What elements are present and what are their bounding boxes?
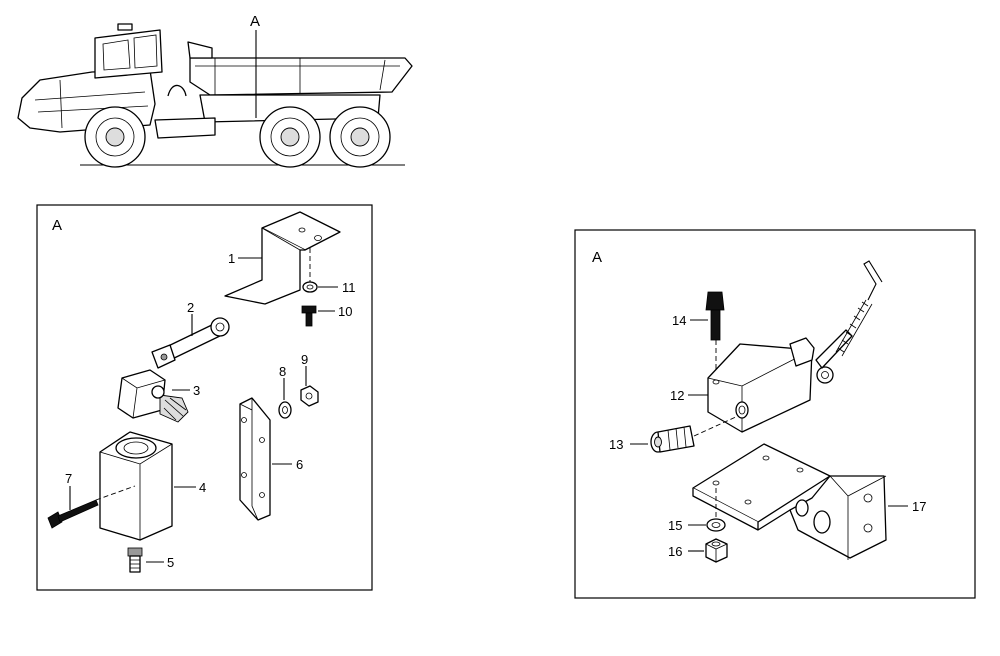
view-a-marker: A — [250, 13, 260, 30]
callout-14: 14 — [672, 313, 686, 328]
callout-8: 8 — [279, 364, 286, 379]
detail-panel-left: A 1 11 10 — [36, 204, 373, 591]
part-5-cable-gland — [127, 547, 143, 573]
part-7-screw — [47, 499, 99, 529]
part-17-bracket — [692, 443, 887, 560]
panel-right-label: A — [592, 249, 602, 266]
callout-6: 6 — [296, 457, 303, 472]
detail-panel-right: A 14 12 — [574, 229, 976, 599]
callout-3: 3 — [193, 383, 200, 398]
part-4-switch-body — [95, 431, 173, 541]
part-14-cap-screw — [705, 291, 725, 341]
dump-body-headboard — [187, 41, 213, 59]
articulation-joint — [154, 117, 216, 139]
callout-13: 13 — [609, 437, 623, 452]
part-3-switch-head — [117, 369, 189, 423]
part-11-washer — [302, 281, 318, 293]
rear-wheel-1 — [259, 106, 321, 168]
part-12-limit-switch — [707, 260, 883, 433]
callout-4: 4 — [199, 480, 206, 495]
callout-12: 12 — [670, 388, 684, 403]
callout-2: 2 — [187, 300, 194, 315]
part-8-washer — [278, 401, 292, 419]
operator-cab — [94, 29, 163, 79]
callout-16: 16 — [668, 544, 682, 559]
part-9-nut — [300, 385, 319, 407]
part-13-cable-gland — [650, 425, 695, 453]
callout-15: 15 — [668, 518, 682, 533]
panel-left-label: A — [52, 217, 62, 234]
dump-body — [189, 57, 413, 96]
callout-11: 11 — [342, 280, 356, 295]
callout-7: 7 — [65, 471, 72, 486]
callout-1: 1 — [228, 251, 235, 266]
callout-17: 17 — [912, 499, 926, 514]
part-1-bracket — [224, 211, 341, 305]
part-2-lever-arm — [151, 317, 230, 369]
panel-right-frame — [574, 229, 976, 599]
part-6-mounting-plate — [239, 397, 271, 521]
part-16-nut — [705, 538, 728, 563]
callout-10: 10 — [338, 304, 352, 319]
rear-wheel-2 — [329, 106, 391, 168]
articulated-dump-truck-illustration: A — [17, 13, 413, 168]
callout-5: 5 — [167, 555, 174, 570]
callout-9: 9 — [301, 352, 308, 367]
part-10-bolt — [301, 305, 317, 327]
front-wheel — [84, 106, 146, 168]
part-15-washer — [706, 518, 726, 532]
panel-left-frame — [36, 204, 373, 591]
